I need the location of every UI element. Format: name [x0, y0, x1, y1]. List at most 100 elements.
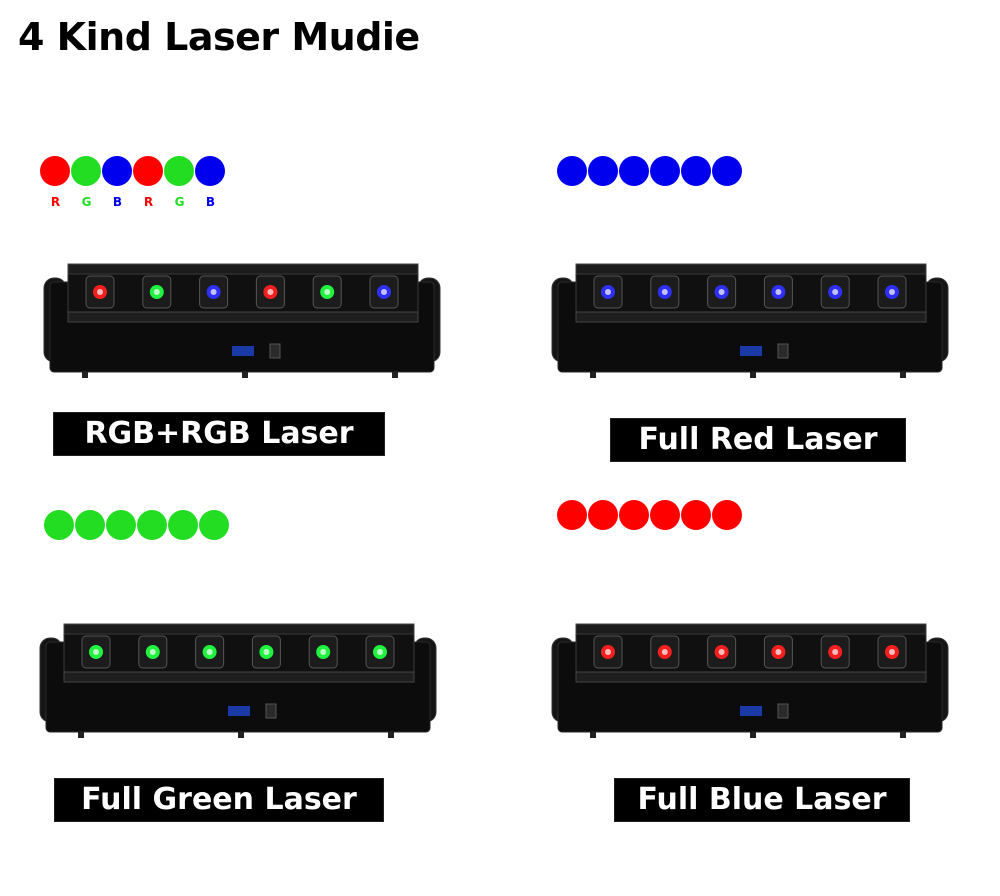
color-dot-item	[588, 500, 619, 530]
color-dot-item	[168, 510, 199, 540]
caption-label: Full Red Laser	[610, 418, 906, 462]
color-dot	[44, 510, 74, 540]
laser-lens-glint	[377, 649, 383, 655]
color-dot	[168, 510, 198, 540]
fixture-foot	[242, 372, 248, 378]
color-dot	[712, 156, 742, 186]
fixture-lower-rail	[575, 311, 927, 323]
laser-fixture-image	[551, 263, 949, 378]
fixture-lower-rail	[67, 311, 419, 323]
fixture-port	[265, 703, 277, 719]
laser-lens-glint	[832, 649, 839, 655]
laser-lens-glint	[718, 649, 725, 655]
laser-lens-glint	[263, 649, 270, 655]
color-dot-item: R	[133, 156, 164, 208]
laser-lens-glint	[889, 289, 895, 295]
color-dot-item: G	[164, 156, 195, 208]
color-dot-item	[619, 156, 650, 186]
fixture-foot	[238, 732, 244, 738]
color-dot	[619, 156, 649, 186]
color-dot-item	[557, 500, 588, 530]
color-dot-item	[588, 156, 619, 186]
fixture-port	[777, 343, 789, 359]
color-dot-item: R	[40, 156, 71, 208]
color-dot	[133, 156, 163, 186]
color-dot	[681, 156, 711, 186]
fixture-foot	[750, 732, 756, 738]
color-dot-letter: G	[81, 195, 92, 209]
color-dots	[557, 500, 743, 530]
color-dot-item	[650, 156, 681, 186]
fixture-foot	[388, 732, 394, 738]
color-dot	[164, 156, 194, 186]
color-dot-item	[137, 510, 168, 540]
color-dot-item	[712, 500, 743, 530]
panel-full-blue-laser: Full Blue Laser	[551, 500, 1000, 840]
fixture-top-rail	[67, 263, 419, 275]
color-dot-letter: G	[174, 195, 185, 209]
fixture-foot	[82, 372, 88, 378]
laser-lens-glint	[605, 289, 611, 295]
color-dot-item	[681, 500, 712, 530]
laser-lens-glint	[718, 289, 725, 295]
color-dot	[71, 156, 101, 186]
fixture-head-bar	[575, 273, 927, 313]
color-dot-item	[199, 510, 230, 540]
laser-lens-glint	[206, 649, 213, 655]
fixture-head-bar	[575, 633, 927, 673]
color-dot-item	[75, 510, 106, 540]
panel-full-red-laser: Full Red Laser	[551, 156, 1000, 496]
fixture-foot	[900, 372, 906, 378]
color-dot	[557, 500, 587, 530]
color-dot	[195, 156, 225, 186]
laser-lens-glint	[267, 289, 274, 295]
color-dot	[75, 510, 105, 540]
color-dot	[199, 510, 229, 540]
page-title: 4 Kind Laser Mudie	[18, 15, 420, 59]
laser-lens-glint	[832, 289, 839, 295]
laser-lens-glint	[661, 289, 668, 295]
color-dot	[588, 156, 618, 186]
color-dot	[588, 500, 618, 530]
fixture-top-rail	[575, 263, 927, 275]
laser-lens-glint	[93, 649, 99, 655]
color-dot	[712, 500, 742, 530]
laser-lens-glint	[605, 649, 611, 655]
laser-lens-glint	[775, 649, 782, 655]
color-dot	[106, 510, 136, 540]
fixture-foot	[78, 732, 84, 738]
color-dot	[557, 156, 587, 186]
fixture-port	[777, 703, 789, 719]
fixture-head-bar	[63, 633, 415, 673]
caption-label: Full Blue Laser	[614, 778, 910, 822]
color-dot	[40, 156, 70, 186]
color-dot-item	[681, 156, 712, 186]
laser-lens-glint	[381, 289, 387, 295]
color-dot-letter: B	[205, 195, 216, 209]
fixture-top-rail	[63, 623, 415, 635]
color-dots	[44, 510, 230, 540]
fixture-display	[228, 706, 250, 716]
laser-lens-glint	[889, 649, 895, 655]
laser-lens-glint	[324, 289, 331, 295]
fixture-head-bar	[67, 273, 419, 313]
color-dot-letter: R	[143, 195, 154, 209]
fixture-display	[232, 346, 254, 356]
laser-fixture-image	[551, 623, 949, 738]
laser-lens-glint	[149, 649, 156, 655]
caption-label: RGB+RGB Laser	[53, 412, 385, 456]
fixture-foot	[392, 372, 398, 378]
panel-full-green-laser: Full Green Laser	[39, 510, 514, 850]
color-dot-item	[619, 500, 650, 530]
fixture-foot	[590, 372, 596, 378]
fixture-port	[269, 343, 281, 359]
laser-lens-glint	[775, 289, 782, 295]
color-dot-item	[557, 156, 588, 186]
color-dot-item: B	[102, 156, 133, 208]
fixture-lower-rail	[575, 671, 927, 683]
laser-lens-glint	[320, 649, 327, 655]
color-dot	[619, 500, 649, 530]
fixture-top-rail	[575, 623, 927, 635]
